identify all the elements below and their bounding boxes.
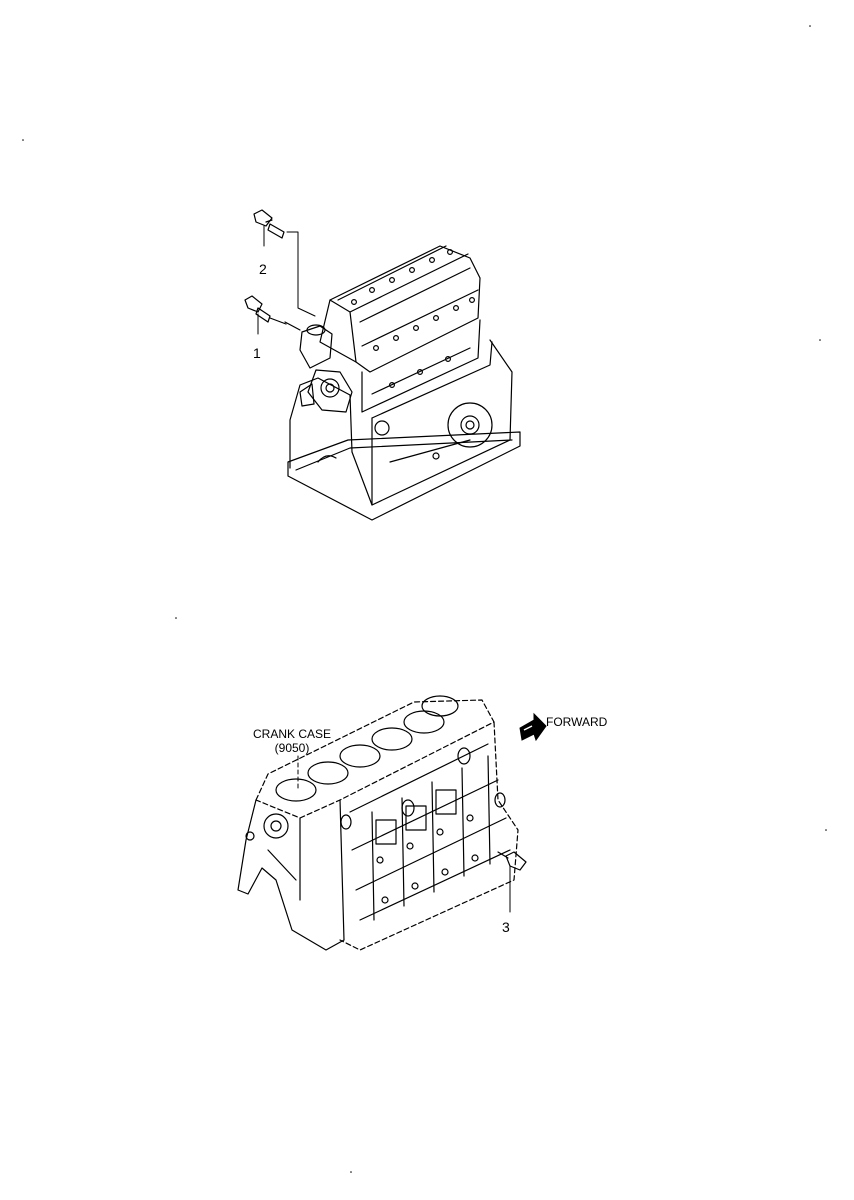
callout-1: 1 — [253, 345, 261, 361]
forward-label: FORWARD — [546, 715, 608, 729]
sensor-1-illustration — [244, 295, 287, 335]
crank-case-label: CRANK CASE — [252, 727, 332, 741]
callout-2: 2 — [259, 261, 267, 277]
sensor-3-illustration — [497, 851, 527, 913]
scan-specks — [22, 25, 827, 1173]
engine-assembly-illustration — [284, 231, 521, 521]
crank-case-illustration — [237, 695, 519, 951]
callout-3: 3 — [502, 919, 510, 935]
sensor-2-illustration — [253, 209, 285, 247]
forward-arrow-icon — [519, 712, 547, 742]
crank-case-code: (9050) — [274, 741, 310, 755]
